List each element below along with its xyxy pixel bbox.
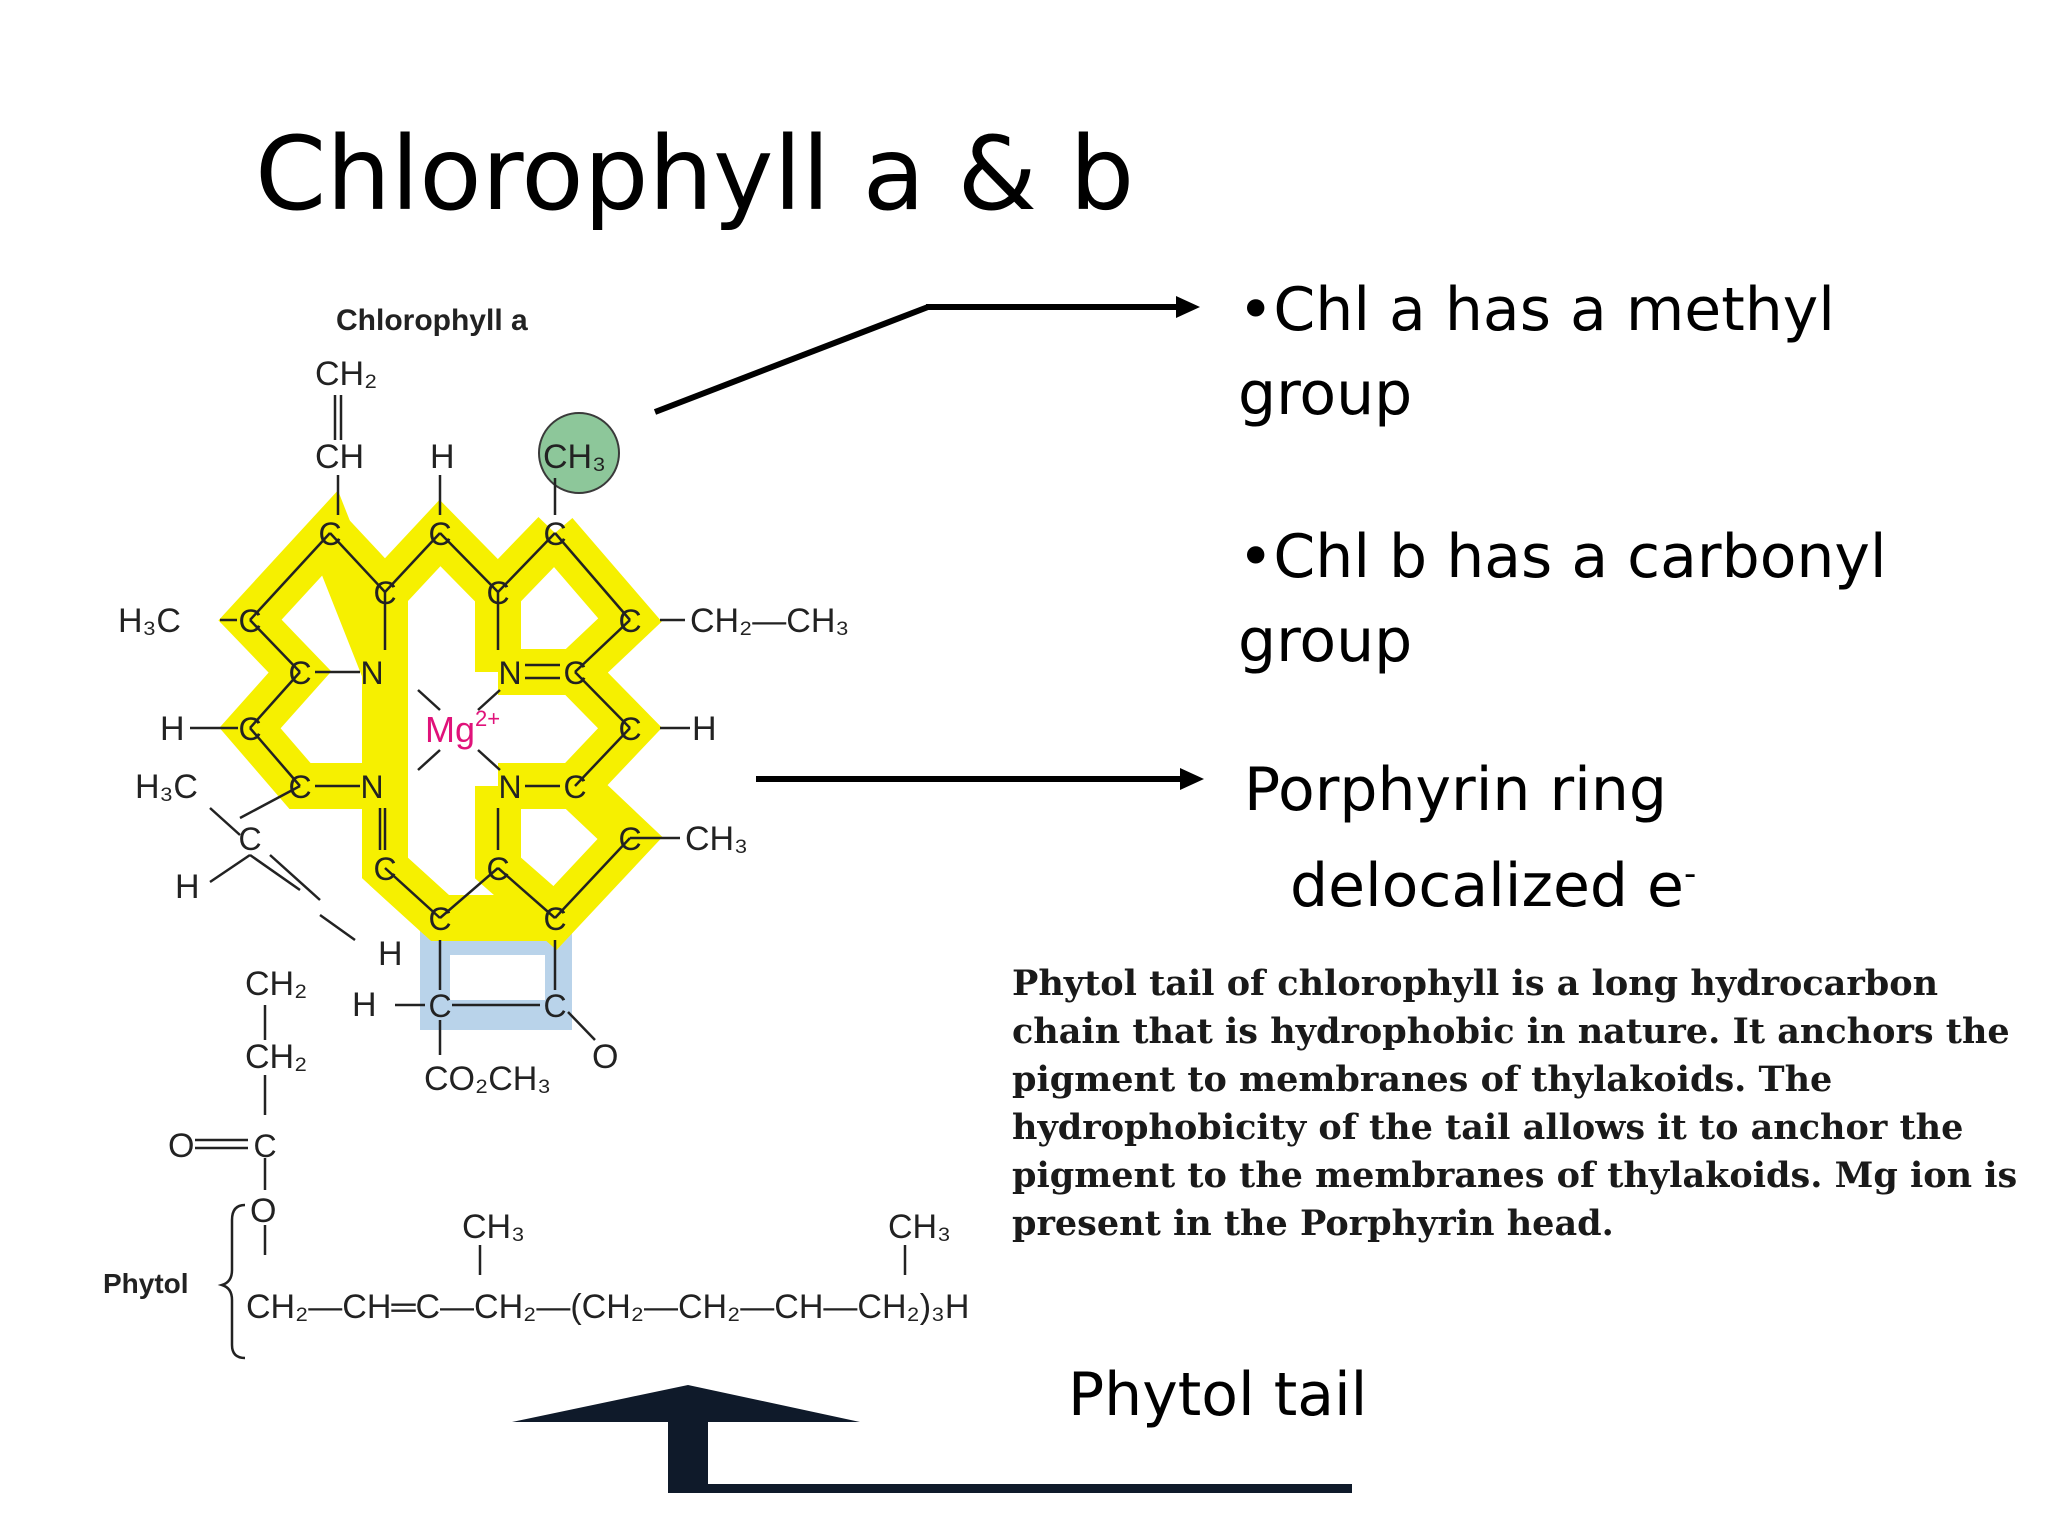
svg-text:N: N [498, 655, 521, 691]
phytol-description: Phytol tail of chlorophyll is a long hyd… [1012, 963, 2018, 1244]
caption-chlorophyll-a: Chlorophyll a [336, 304, 528, 337]
atom-ch2-a: CH₂ [245, 965, 307, 1003]
bullet-chl-b-line2: group [1238, 606, 1413, 676]
annotation-arrows [653, 304, 1180, 782]
atom-vinyl-ch2: CH₂ [315, 355, 377, 393]
atom-h-left: H [160, 710, 185, 748]
magnesium-ion: Mg2+ [425, 706, 500, 750]
bullet-chl-a-line2: group [1238, 359, 1413, 429]
atom-vinyl-ch: CH [315, 438, 364, 476]
svg-text:C: C [618, 711, 641, 747]
svg-text:C: C [486, 851, 509, 887]
phytol-chain: CH₂—CH═C—CH₂—(CH₂—CH₂—CH—CH₂)₃H [246, 1288, 969, 1326]
svg-text:C: C [543, 901, 566, 937]
atom-ethyl: CH₂—CH₃ [690, 602, 849, 640]
svg-text:C: C [373, 851, 396, 887]
svg-text:C: C [543, 988, 566, 1024]
svg-text:N: N [360, 769, 383, 805]
bullet-chl-b-line1: •Chl b has a carbonyl [1238, 522, 1887, 592]
atom-phytol-ch3-b: CH₃ [888, 1208, 951, 1246]
atom-h-lower: H [175, 868, 200, 906]
atom-methyl-top: CH₃ [543, 438, 606, 476]
atom-ch2-b: CH₂ [245, 1038, 307, 1076]
svg-text:C: C [563, 769, 586, 805]
atom-h3c-lower: H₃C [135, 768, 198, 806]
atom-phytol-ch3-a: CH₃ [462, 1208, 525, 1246]
svg-text:C: C [373, 575, 396, 611]
porphyrin-label: Porphyrin ring delocalized e- [1244, 748, 1696, 928]
atom-h-right: H [692, 710, 717, 748]
svg-text:C: C [563, 655, 586, 691]
bullet-chl-b: •Chl b has a carbonyl group [1238, 515, 1887, 683]
svg-text:C: C [618, 821, 641, 857]
electron-superscript: - [1683, 854, 1697, 894]
slide-title: Chlorophyll a & b [255, 115, 1135, 234]
bond-lines [190, 395, 907, 1360]
svg-text:C: C [428, 901, 451, 937]
atom-h-isocyclic: H [352, 986, 377, 1024]
methyl-highlight-circle [538, 412, 620, 494]
svg-text:C: C [543, 516, 566, 552]
svg-text:C: C [288, 655, 311, 691]
porphyrin-line2: delocalized e [1290, 851, 1684, 921]
arrowhead-porphyrin [1180, 768, 1204, 790]
svg-text:C: C [238, 603, 261, 639]
svg-text:N: N [498, 769, 521, 805]
bullet-chl-a-line1: •Chl a has a methyl [1238, 275, 1835, 345]
atom-ester: CO₂CH₃ [424, 1060, 551, 1098]
atom-ch3-right: CH₃ [685, 820, 748, 858]
svg-text:C: C [288, 769, 311, 805]
arrowhead-methyl [1176, 296, 1200, 318]
porphyrin-line2-wrap: delocalized e- [1244, 832, 1696, 928]
atom-h3c-left: H₃C [118, 602, 181, 640]
svg-text:C: C [238, 711, 261, 747]
svg-text:C: C [238, 821, 261, 857]
svg-text:C: C [428, 988, 451, 1024]
svg-text:C: C [428, 516, 451, 552]
porphyrin-line1: Porphyrin ring [1244, 755, 1667, 825]
atom-ester-o: O [250, 1192, 276, 1230]
svg-text:N: N [360, 655, 383, 691]
atom-h-top: H [430, 438, 455, 476]
isocyclic-ring-highlight [420, 920, 572, 1030]
svg-text:C: C [618, 603, 641, 639]
svg-text:C: C [318, 516, 341, 552]
phytol-tail-arrow [512, 1385, 1352, 1493]
svg-text:C: C [253, 1128, 276, 1164]
phytol-tail-label: Phytol tail [1068, 1360, 1368, 1430]
svg-text:C: C [486, 575, 509, 611]
atom-carbonyl-o: O [168, 1127, 194, 1165]
phytol-label: Phytol [103, 1268, 189, 1299]
atom-oxo: O [592, 1038, 618, 1076]
bullet-chl-a: •Chl a has a methyl group [1238, 268, 1835, 436]
atom-h-ring: H [378, 935, 403, 973]
